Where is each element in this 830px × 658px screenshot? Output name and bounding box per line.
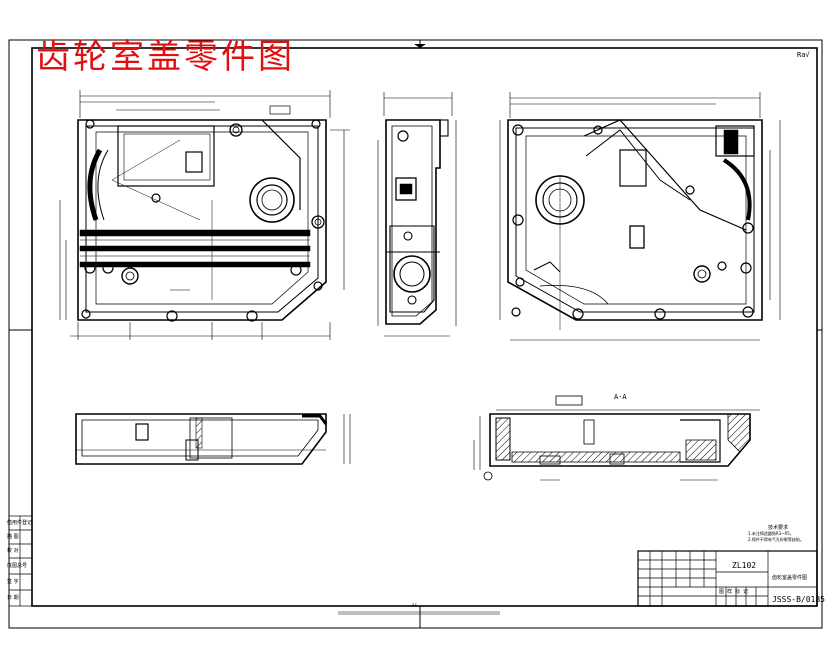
outer-border [8, 39, 823, 629]
drawing-number: JSSS-B/0185 [772, 595, 825, 604]
side-label-4: 底图总号 [7, 563, 28, 569]
side-label-2: 描 图 [7, 534, 19, 540]
drawing-title: 齿轮室盖零件图 [36, 37, 295, 77]
roughness-mark: Ra√ [797, 51, 810, 59]
part-name: 齿轮室盖零件图 [772, 575, 808, 581]
bottom-scale [338, 611, 500, 615]
front-view [59, 90, 350, 340]
side-label-5: 签 字 [7, 579, 19, 585]
technical-notes: 技术要求 1.未注铸造圆角R3~R5， 2.铸件不得有气孔砂眼等缺陷。 [748, 525, 830, 543]
tech-notes-title: 技术要求 [768, 525, 789, 531]
title-block [637, 550, 818, 607]
rear-view [499, 92, 781, 341]
inner-frame [31, 47, 818, 607]
tech-note-1: 1.未注铸造圆角R3~R5， [748, 531, 794, 536]
section-label: A-A [614, 393, 627, 401]
part-material: ZL102 [732, 561, 757, 570]
side-label-6: 日 期 [7, 595, 19, 601]
top-section-left [75, 413, 351, 465]
side-view [377, 92, 457, 337]
scale-row-label: 图 样 标 记 [719, 589, 749, 595]
section-a-a [473, 395, 760, 481]
tech-note-2: 2.铸件不得有气孔砂眼等缺陷。 [748, 537, 804, 542]
side-label-1: 借用件登记 [7, 520, 33, 526]
left-revision-block [8, 515, 33, 607]
side-label-3: 校 对 [7, 548, 19, 554]
sheet-size: A4 [412, 603, 417, 608]
